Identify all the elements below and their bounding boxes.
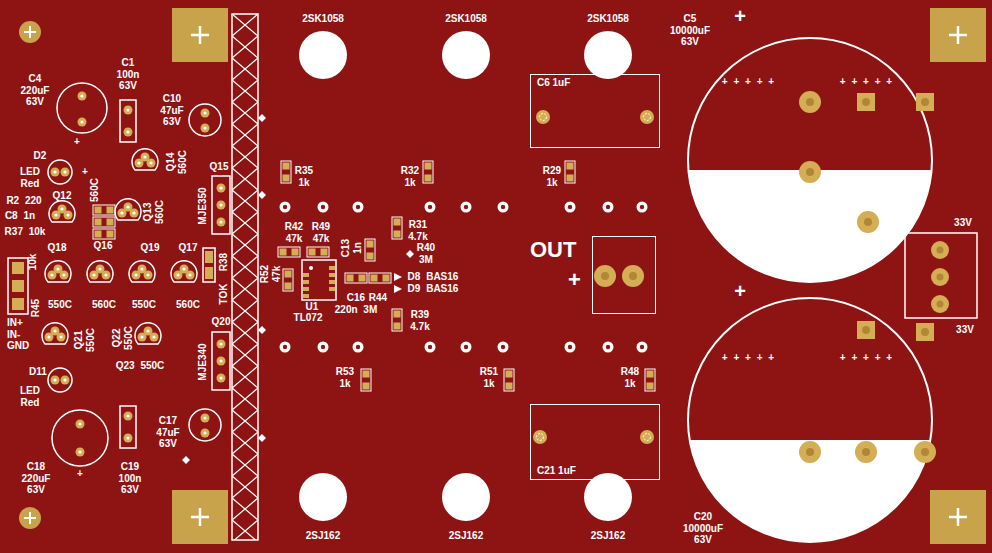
silkscreen-label: + + + + + (840, 352, 892, 364)
silkscreen-label: R48 1k (621, 366, 639, 389)
silkscreen-label: R37 10k (5, 226, 46, 238)
silkscreen-label: 2SK1058 (445, 13, 487, 25)
silkscreen-label: R42 47k (285, 221, 303, 244)
silkscreen-label: Q14 560C (165, 150, 188, 174)
silkscreen-label: Q15 (210, 161, 229, 173)
mounting-pads (19, 8, 986, 544)
silkscreen-label: Q17 (179, 242, 198, 254)
silkscreen-label: Q16 (94, 240, 113, 252)
component-label: C21 1uF (537, 465, 576, 477)
silkscreen-label: C10 47uF 63V (160, 93, 183, 128)
silkscreen-label: Q12 (53, 190, 72, 202)
silkscreen-label: D2 (34, 150, 47, 162)
silkscreen-label: Q18 (48, 242, 67, 254)
silkscreen-label: 560C (89, 178, 101, 202)
silkscreen-label: D8 BAS16 (408, 271, 459, 283)
silkscreen-label: 33V (956, 324, 974, 336)
silkscreen-label: 2SJ162 (306, 530, 340, 542)
silkscreen-label: Q23 550C (116, 360, 165, 372)
silkscreen-label: R52 47k (259, 265, 282, 283)
input-stage-pads (12, 92, 226, 457)
silkscreen-label: R53 1k (336, 366, 354, 389)
silkscreen-label: 10k (27, 254, 39, 271)
silkscreen-label: C18 220uF 63V (22, 461, 51, 496)
capacitor-outline: C6 1uF (530, 74, 660, 148)
silkscreen-label: + + + + + (840, 76, 892, 88)
silkscreen-label: C4 220uF 63V (21, 73, 50, 108)
silkscreen-label: C19 100n 63V (119, 461, 142, 496)
silkscreen-label: D9 BAS16 (408, 283, 459, 295)
silkscreen-label: R29 1k (543, 165, 561, 188)
terminal-label: OUT (530, 238, 576, 262)
silkscreen-label: 2SK1058 (587, 13, 629, 25)
silkscreen-label: 33V (954, 217, 972, 229)
silkscreen-label: C17 47uF 63V (156, 415, 179, 450)
silkscreen-label: R2 220 (6, 195, 41, 207)
silkscreen-label: R45 (30, 299, 42, 317)
silkscreen-label: 550C (48, 299, 72, 311)
silkscreen-label: R44 (369, 292, 387, 304)
silkscreen-label: + (734, 5, 746, 28)
silkscreen-label: 550C (132, 299, 156, 311)
heatsink-strip (182, 14, 414, 540)
capacitor-outline: C21 1uF (530, 404, 660, 480)
silkscreen-label: C13 1n (340, 239, 363, 257)
silkscreen-label: R51 1k (480, 366, 498, 389)
input-stage-parts (8, 83, 230, 466)
silkscreen-label: + (74, 136, 80, 148)
silkscreen-label: + + + + + (722, 76, 774, 88)
output-pads (533, 110, 654, 444)
silkscreen-label: 220n 3M (335, 304, 377, 316)
silkscreen-label: MJE350 (197, 187, 209, 224)
mosfet-holes (299, 31, 632, 521)
silkscreen-label: Q22 550C (111, 326, 134, 350)
silkscreen-label: Q13 560C (142, 200, 165, 224)
silkscreen-label: 560C (176, 299, 200, 311)
silkscreen-label: + (82, 166, 88, 178)
silkscreen-label: U1 (306, 301, 319, 313)
silkscreen-label: R38 (218, 253, 230, 271)
silkscreen-label: R32 1k (401, 165, 419, 188)
driver-stage-parts (278, 161, 655, 391)
silkscreen-label: + + + + + (722, 352, 774, 364)
silkscreen-label: + (77, 468, 83, 480)
filter-capacitors (688, 38, 936, 542)
silkscreen-label: R39 4.7k (410, 309, 429, 332)
silkscreen-label: R31 4.7k (408, 219, 427, 242)
output-terminal: OUT + (528, 236, 656, 314)
component-label: C6 1uF (537, 77, 570, 89)
silkscreen-label: 2SK1058 (302, 13, 344, 25)
silkscreen-label: R35 1k (295, 165, 313, 188)
silkscreen-label: + (734, 280, 746, 303)
silkscreen-label: R49 47k (312, 221, 330, 244)
terminal-label: + (568, 268, 581, 292)
silkscreen-label: LED Red (20, 166, 40, 189)
silkscreen-label: C16 (347, 292, 365, 304)
silkscreen-label: R40 3M (417, 242, 435, 265)
silkscreen-label: C20 10000uF 63V (683, 511, 723, 546)
silkscreen-label: IN+ IN- GND (7, 317, 29, 352)
power-connector (905, 233, 977, 318)
terminal-frame (592, 236, 656, 314)
silkscreen-label: C5 10000uF 63V (670, 13, 710, 48)
silkscreen-label: Q21 550C (73, 328, 96, 352)
silkscreen-label: 560C (92, 299, 116, 311)
silkscreen-label: TL072 (294, 312, 323, 324)
silkscreen-label: Q20 (212, 316, 231, 328)
silkscreen-label: C1 100n 63V (117, 57, 140, 92)
silkscreen-label: MJE340 (197, 343, 209, 380)
silkscreen-label: Q19 (141, 242, 160, 254)
silkscreen-label: 2SJ162 (449, 530, 483, 542)
silkscreen-label: LED Red (20, 385, 40, 408)
silkscreen-label: C8 1n (5, 210, 35, 222)
silkscreen-label: D11 (29, 366, 47, 378)
silkscreen-label: 2SJ162 (591, 530, 625, 542)
silkscreen-label: TOK (218, 284, 230, 305)
